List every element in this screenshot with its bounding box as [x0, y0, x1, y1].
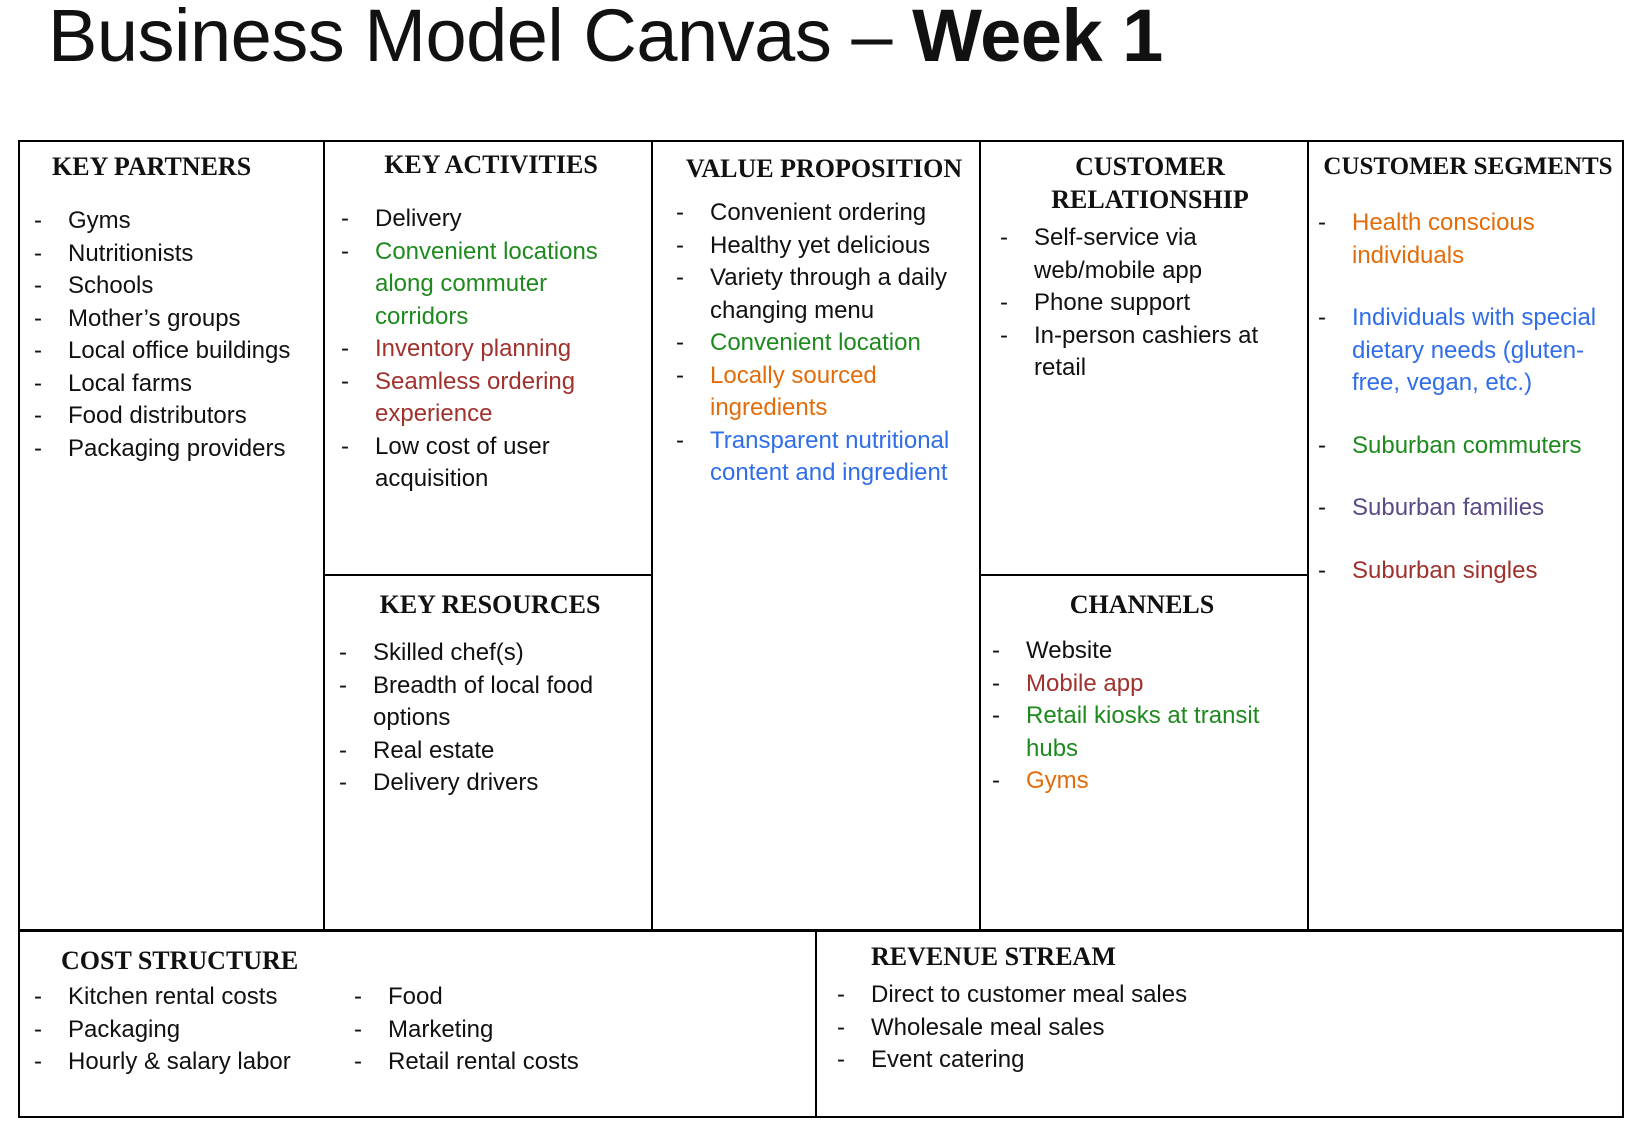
customer-relationship-list: Self-service via web/mobile appPhone sup… [1000, 222, 1300, 385]
key-resources-heading: KEY RESOURCES [379, 590, 601, 619]
list-item: Skilled chef(s) [339, 637, 641, 670]
list-item: Event catering [837, 1044, 1597, 1077]
list-item: Food distributors [34, 400, 320, 433]
list-item: Individuals with special dietary needs (… [1318, 302, 1618, 400]
list-item: Gyms [34, 205, 320, 238]
list-item: Convenient location [676, 327, 972, 360]
list-item: Low cost of user acquisition [341, 431, 641, 496]
list-item: Kitchen rental costs [34, 981, 334, 1014]
divider [815, 931, 817, 1118]
list-item: Hourly & salary labor [34, 1046, 334, 1079]
list-item: Phone support [1000, 287, 1300, 320]
list-item: Suburban commuters [1318, 430, 1618, 463]
customer-segments-list: Health conscious individualsIndividuals … [1318, 207, 1618, 587]
page-title-week: Week 1 [912, 0, 1163, 77]
list-item: Delivery drivers [339, 767, 641, 800]
list-item: Local farms [34, 368, 320, 401]
revenue-stream-heading: REVENUE STREAM [871, 942, 1116, 971]
divider [18, 1116, 1624, 1118]
list-item: Delivery [341, 203, 641, 236]
cost-structure-block: COST STRUCTURE Kitchen rental costsPacka… [34, 944, 804, 1078]
list-item: Wholesale meal sales [837, 1012, 1597, 1045]
revenue-stream-block: REVENUE STREAM Direct to customer meal s… [837, 940, 1597, 1077]
list-item: Suburban singles [1318, 555, 1618, 588]
customer-segments-heading: CUSTOMER SEGMENTS [1323, 153, 1613, 180]
customer-relationship-heading: CUSTOMER RELATIONSHIP [1051, 152, 1249, 214]
key-resources-list: Skilled chef(s)Breadth of local food opt… [339, 637, 641, 800]
divider [651, 140, 653, 931]
revenue-stream-list: Direct to customer meal salesWholesale m… [837, 979, 1597, 1077]
customer-segments-block: CUSTOMER SEGMENTS Health conscious indiv… [1318, 150, 1618, 587]
value-proposition-heading: VALUE PROPOSITION [685, 154, 963, 183]
list-item: Retail rental costs [354, 1046, 654, 1079]
list-item: Marketing [354, 1014, 654, 1047]
list-item: Real estate [339, 735, 641, 768]
key-partners-block: KEY PARTNERS GymsNutritionistsSchoolsMot… [34, 150, 320, 465]
key-activities-heading: KEY ACTIVITIES [384, 150, 598, 179]
list-item: Seamless ordering experience [341, 366, 641, 431]
divider [323, 574, 653, 576]
list-item: Suburban families [1318, 492, 1618, 525]
list-item: Convenient locations along commuter corr… [341, 236, 641, 334]
list-item: Breadth of local food options [339, 670, 641, 735]
divider [1307, 140, 1309, 931]
list-item: Nutritionists [34, 238, 320, 271]
cost-structure-list-right: FoodMarketingRetail rental costs [354, 981, 654, 1079]
list-item: Self-service via web/mobile app [1000, 222, 1300, 287]
list-item: Website [992, 635, 1292, 668]
list-item: Direct to customer meal sales [837, 979, 1597, 1012]
divider [18, 140, 1624, 142]
divider [18, 140, 20, 1118]
list-item: Mobile app [992, 668, 1292, 701]
list-item: Mother’s groups [34, 303, 320, 336]
cost-structure-heading: COST STRUCTURE [61, 946, 299, 975]
list-item: Gyms [992, 765, 1292, 798]
divider [323, 140, 325, 931]
customer-relationship-block: CUSTOMER RELATIONSHIP Self-service via w… [1000, 150, 1300, 385]
list-item: Retail kiosks at transit hubs [992, 700, 1292, 765]
key-partners-list: GymsNutritionistsSchoolsMother’s groupsL… [34, 205, 320, 465]
list-item: Inventory planning [341, 333, 641, 366]
list-item: Convenient ordering [676, 197, 972, 230]
list-item: Transparent nutritional content and ingr… [676, 425, 972, 490]
value-proposition-list: Convenient orderingHealthy yet delicious… [676, 197, 972, 490]
list-item: In-person cashiers at retail [1000, 320, 1300, 385]
list-item: Food [354, 981, 654, 1014]
list-item: Health conscious individuals [1318, 207, 1618, 272]
divider [979, 140, 981, 931]
list-item: Locally sourced ingredients [676, 360, 972, 425]
key-resources-block: KEY RESOURCES Skilled chef(s)Breadth of … [339, 588, 641, 800]
key-partners-heading: KEY PARTNERS [52, 152, 252, 181]
page-title: Business Model Canvas – Week 1 [48, 0, 1163, 84]
channels-list: WebsiteMobile appRetail kiosks at transi… [992, 635, 1292, 798]
value-proposition-block: VALUE PROPOSITION Convenient orderingHea… [676, 152, 972, 490]
list-item: Packaging providers [34, 433, 320, 466]
key-activities-block: KEY ACTIVITIES DeliveryConvenient locati… [341, 148, 641, 496]
divider [979, 574, 1309, 576]
channels-heading: CHANNELS [1069, 590, 1215, 619]
key-activities-list: DeliveryConvenient locations along commu… [341, 203, 641, 496]
list-item: Schools [34, 270, 320, 303]
divider [1622, 140, 1624, 1118]
list-item: Local office buildings [34, 335, 320, 368]
list-item: Packaging [34, 1014, 334, 1047]
page-title-regular: Business Model Canvas – [48, 0, 913, 77]
divider [18, 929, 1624, 932]
cost-structure-list-left: Kitchen rental costsPackagingHourly & sa… [34, 981, 334, 1079]
channels-block: CHANNELS WebsiteMobile appRetail kiosks … [992, 588, 1292, 798]
list-item: Variety through a daily changing menu [676, 262, 972, 327]
list-item: Healthy yet delicious [676, 230, 972, 263]
